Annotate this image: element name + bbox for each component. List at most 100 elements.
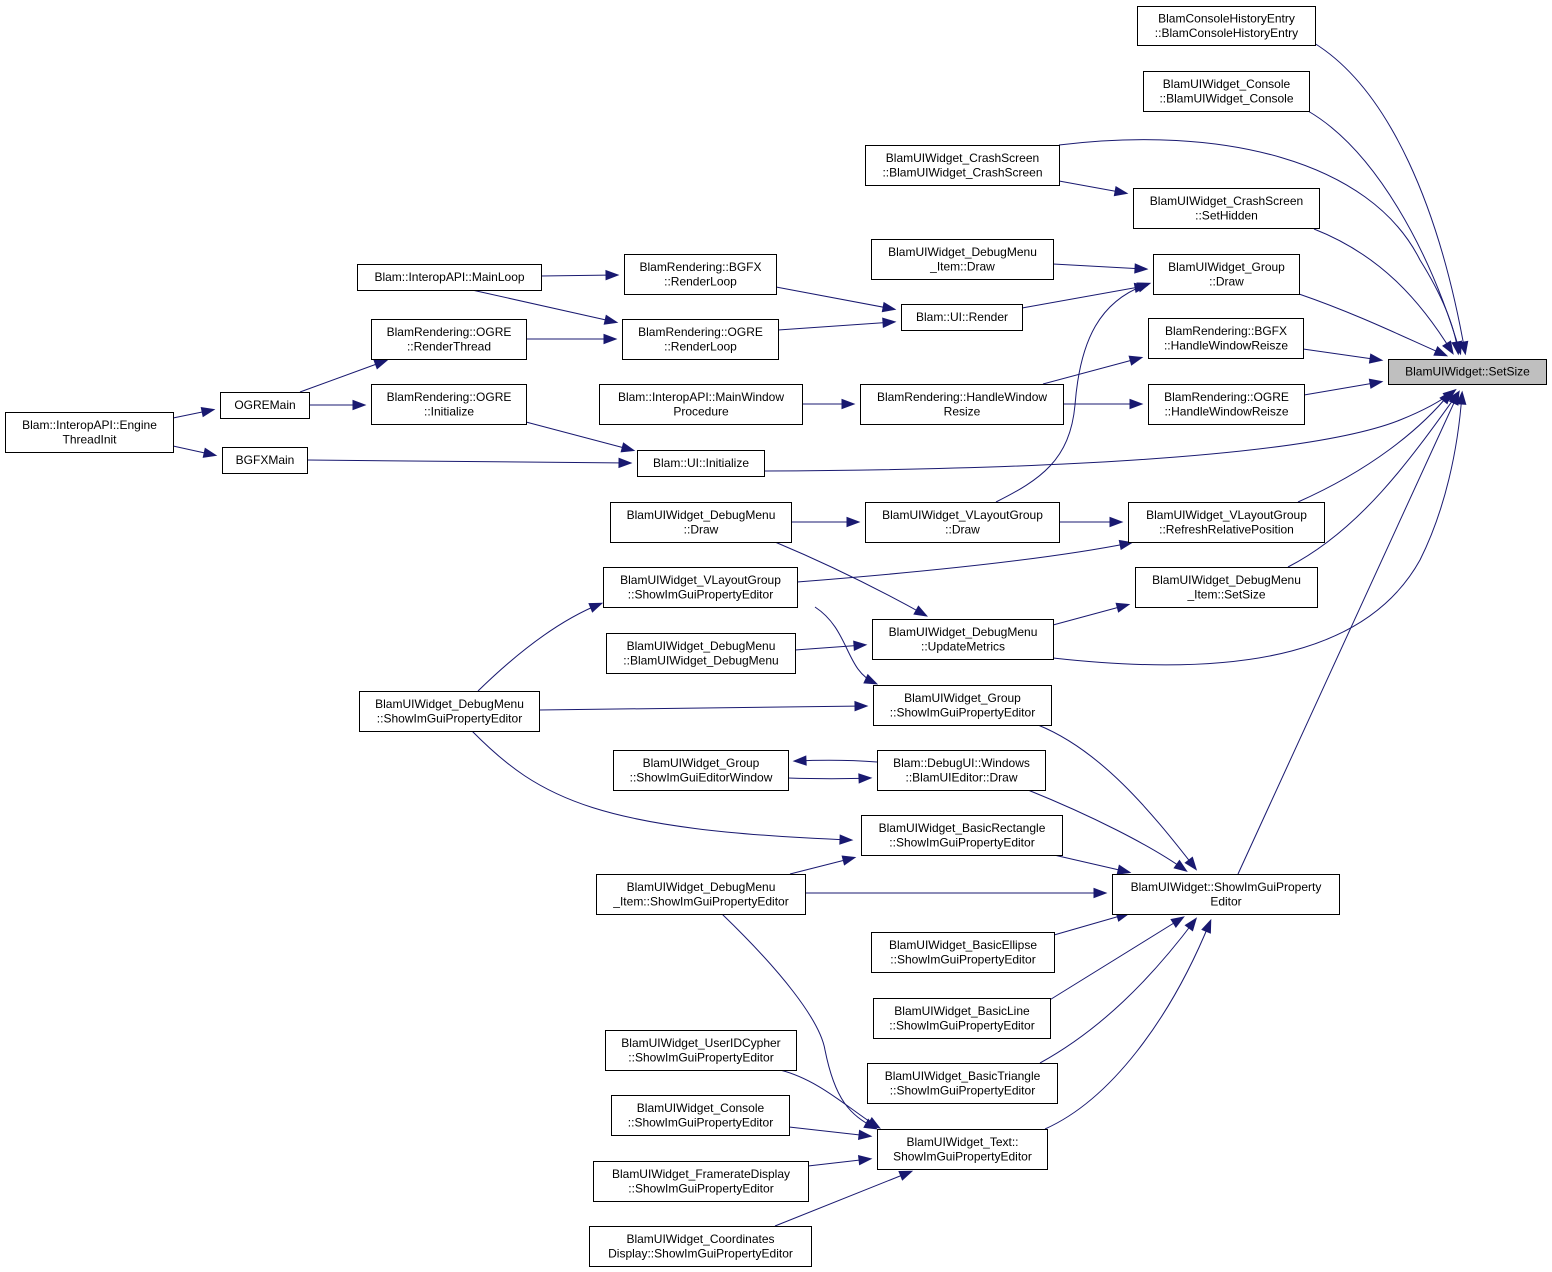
node-group_editorwindow[interactable]: BlamUIWidget_Group::ShowImGuiEditorWindo… (613, 750, 789, 791)
edge-useridcypher_showim-to-text_showim (779, 1069, 879, 1128)
edge-vlayout_draw-to-vlayout_refresh-arrowhead (1109, 516, 1124, 528)
edge-handlewindowresize-to-bgfx_hwr (1042, 357, 1141, 385)
edge-crash_ctor-to-setsize (1058, 139, 1459, 353)
node-label-line: ::SetHidden (1195, 208, 1258, 222)
node-ogre_renderloop[interactable]: BlamRendering::OGRE::RenderLoop (622, 319, 779, 360)
edge-uieditor_draw-to-widget_showim (1027, 789, 1186, 871)
node-label-line: ::ShowImGuiEditorWindow (630, 770, 773, 784)
node-label-line: ::ShowImGuiPropertyEditor (889, 835, 1034, 849)
node-group_draw[interactable]: BlamUIWidget_Group::Draw (1153, 254, 1300, 295)
node-vlayout_refresh[interactable]: BlamUIWidget_VLayoutGroup::RefreshRelati… (1128, 502, 1325, 543)
edge-crash_sethidden-to-setsize (1313, 228, 1453, 353)
node-bgfx_renderloop[interactable]: BlamRendering::BGFX::RenderLoop (624, 254, 777, 295)
edge-mainloop-to-ogre_renderloop-arrowhead (603, 314, 619, 325)
edge-handlewindowresize-to-ogre_hwr-arrowhead (1129, 398, 1144, 410)
node-setsize[interactable]: BlamUIWidget::SetSize (1388, 359, 1547, 385)
node-debugmenu_item_setsize[interactable]: BlamUIWidget_DebugMenu_Item::SetSize (1135, 567, 1318, 608)
edge-widget_showim-to-setsize-arrowhead (1448, 390, 1460, 406)
node-box (613, 750, 789, 791)
node-label-line: BlamUIWidget_Coordinates (626, 1232, 774, 1246)
node-box (867, 1063, 1058, 1104)
edge-debugmenu_item_setsize-to-setsize (1287, 392, 1459, 568)
edge-debugmenu_item_draw-to-group_draw-arrowhead (1134, 263, 1149, 274)
node-label-line: BlamUIWidget_UserIDCypher (621, 1036, 780, 1050)
node-box (599, 384, 803, 425)
node-bgfxmain[interactable]: BGFXMain (222, 447, 308, 474)
node-useridcypher_showim[interactable]: BlamUIWidget_UserIDCypher::ShowImGuiProp… (605, 1030, 797, 1071)
node-debugmenu_item_showim[interactable]: BlamUIWidget_DebugMenu_Item::ShowImGuiPr… (596, 874, 806, 915)
edge-mainloop-to-bgfx_renderloop (540, 274, 617, 277)
node-debugmenu_ctor[interactable]: BlamUIWidget_DebugMenu::BlamUIWidget_Deb… (606, 633, 796, 674)
node-debugmenu_item_draw[interactable]: BlamUIWidget_DebugMenu_Item::Draw (871, 239, 1054, 280)
node-console_ctor[interactable]: BlamUIWidget_Console::BlamUIWidget_Conso… (1143, 71, 1310, 112)
edge-vlayout_showim-to-vlayout_refresh (796, 542, 1131, 583)
node-box (877, 1129, 1048, 1170)
node-debugmenu_showim[interactable]: BlamUIWidget_DebugMenu::ShowImGuiPropert… (359, 691, 540, 732)
node-label-line: BlamRendering::BGFX (1165, 324, 1287, 338)
edge-group_editorwindow-to-uieditor_draw (787, 777, 870, 780)
node-basicellipse_showim[interactable]: BlamUIWidget_BasicEllipse::ShowImGuiProp… (871, 932, 1055, 973)
edge-bgfxmain-to-ui_initialize (306, 459, 630, 464)
node-ogremain[interactable]: OGREMain (220, 392, 310, 419)
node-box (593, 1161, 809, 1202)
edge-consolehist-to-setsize (1313, 42, 1466, 353)
node-label-line: Display::ShowImGuiPropertyEditor (608, 1246, 793, 1260)
node-box (603, 567, 798, 608)
node-box (1148, 384, 1305, 425)
node-consolehist[interactable]: BlamConsoleHistoryEntry::BlamConsoleHist… (1137, 6, 1316, 46)
node-mainloop[interactable]: Blam::InteropAPI::MainLoop (357, 264, 542, 291)
node-widget_showim[interactable]: BlamUIWidget::ShowImGuiPropertyEditor (1112, 874, 1340, 915)
edge-group_draw-to-setsize-arrowhead (1433, 346, 1449, 357)
node-coords_showim[interactable]: BlamUIWidget_CoordinatesDisplay::ShowImG… (589, 1226, 812, 1267)
edge-debugmenu_showim-to-group_showim (538, 705, 866, 711)
node-label-line: ::HandleWindowReisze (1164, 404, 1288, 418)
node-box (220, 392, 310, 419)
node-text_showim[interactable]: BlamUIWidget_Text::ShowImGuiPropertyEdit… (877, 1129, 1048, 1170)
edge-ogre_hwr-to-setsize (1303, 381, 1381, 396)
node-label-line: ::ShowImGuiPropertyEditor (628, 1181, 773, 1195)
node-label-line: ::RefreshRelativePosition (1159, 522, 1294, 536)
node-box (589, 1226, 812, 1267)
edge-bgfx_renderloop-to-ui_render (775, 286, 894, 310)
edge-uieditor_draw-to-group_editorwindow (795, 759, 878, 763)
node-debugmenu_draw[interactable]: BlamUIWidget_DebugMenu::Draw (610, 502, 792, 543)
edge-bgfxmain-to-ui_initialize-arrowhead (618, 457, 633, 469)
node-group_showim[interactable]: BlamUIWidget_Group::ShowImGuiPropertyEdi… (873, 685, 1052, 726)
node-crash_sethidden[interactable]: BlamUIWidget_CrashScreen::SetHidden (1133, 188, 1320, 229)
node-debugmenu_updatemetrics[interactable]: BlamUIWidget_DebugMenu::UpdateMetrics (872, 619, 1054, 660)
node-vlayout_showim[interactable]: BlamUIWidget_VLayoutGroup::ShowImGuiProp… (603, 567, 798, 608)
node-basictriangle_showim[interactable]: BlamUIWidget_BasicTriangle::ShowImGuiPro… (867, 1063, 1058, 1104)
edge-ogre_initialize-to-ui_initialize (525, 421, 633, 451)
edge-crash_sethidden-to-setsize-arrowhead (1442, 340, 1454, 355)
node-uieditor_draw[interactable]: Blam::DebugUI::Windows::BlamUIEditor::Dr… (877, 750, 1046, 791)
node-label-line: Resize (944, 404, 981, 418)
edge-group_showim-to-widget_showim-arrowhead (1184, 856, 1198, 871)
node-ui_render[interactable]: Blam::UI::Render (901, 304, 1023, 331)
edge-group_draw-to-setsize (1298, 293, 1446, 356)
node-box (371, 319, 527, 360)
node-ogre_renderthread[interactable]: BlamRendering::OGRE::RenderThread (371, 319, 527, 360)
node-framerate_showim[interactable]: BlamUIWidget_FramerateDisplay::ShowImGui… (593, 1161, 809, 1202)
node-label-line: ::ShowImGuiPropertyEditor (890, 952, 1035, 966)
node-ogre_initialize[interactable]: BlamRendering::OGRE::Initialize (371, 384, 527, 425)
node-box (861, 815, 1063, 856)
node-ogre_hwr[interactable]: BlamRendering::OGRE::HandleWindowReisze (1148, 384, 1305, 425)
node-label-line: BlamUIWidget_Console (1163, 77, 1291, 91)
node-label-line: BlamRendering::OGRE (387, 390, 512, 404)
node-box (1128, 502, 1325, 543)
node-bgfx_hwr[interactable]: BlamRendering::BGFX::HandleWindowReisze (1148, 318, 1304, 359)
node-basicrect_showim[interactable]: BlamUIWidget_BasicRectangle::ShowImGuiPr… (861, 815, 1063, 856)
edge-debugmenu_item_showim-to-basicrect_showim (789, 857, 854, 875)
edge-ogre_renderloop-to-ui_render (777, 321, 894, 331)
node-crash_ctor[interactable]: BlamUIWidget_CrashScreen::BlamUIWidget_C… (865, 145, 1060, 186)
node-label-line: BlamUIWidget_DebugMenu (627, 508, 776, 522)
edge-debugmenu_item_showim-to-text_showim (721, 913, 876, 1129)
node-ui_initialize[interactable]: Blam::UI::Initialize (637, 450, 765, 477)
node-console_showim[interactable]: BlamUIWidget_Console::ShowImGuiPropertyE… (611, 1095, 790, 1136)
node-vlayout_draw[interactable]: BlamUIWidget_VLayoutGroup::Draw (865, 502, 1060, 543)
edge-debugmenu_item_draw-to-group_draw (1052, 263, 1146, 270)
node-basicline_showim[interactable]: BlamUIWidget_BasicLine::ShowImGuiPropert… (873, 998, 1051, 1039)
